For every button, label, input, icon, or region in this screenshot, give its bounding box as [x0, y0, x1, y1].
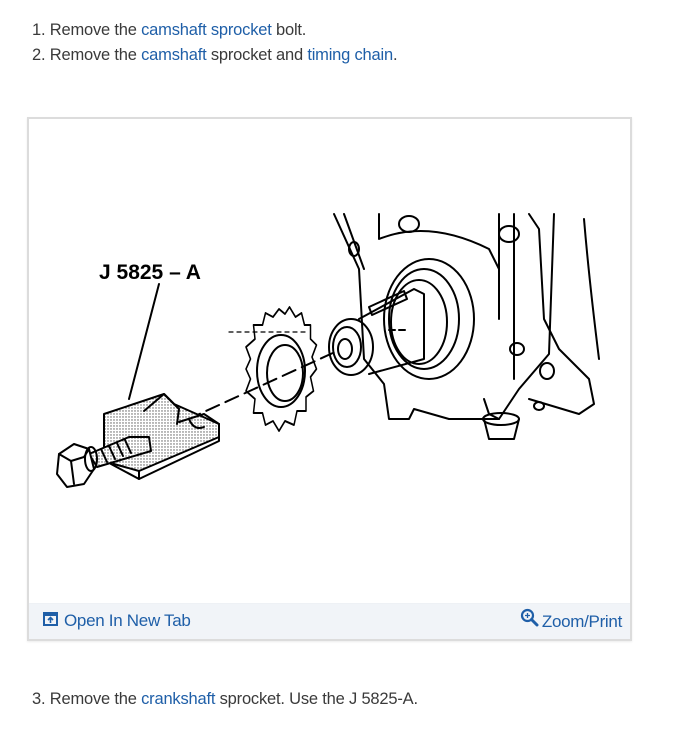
step-text: sprocket. Use the J 5825-A. — [215, 690, 418, 708]
link-camshaft[interactable]: camshaft — [141, 46, 207, 64]
link-timing-chain[interactable]: timing chain — [307, 46, 393, 64]
figure-container: J 5825 – A — [27, 117, 632, 641]
step-text: . — [392, 46, 398, 64]
steps-list-bottom: 3. Remove the crankshaft sprocket. Use t… — [32, 687, 418, 712]
step-text: Remove the — [49, 21, 142, 39]
step-number: 3. — [32, 690, 46, 708]
step-3: 3. Remove the crankshaft sprocket. Use t… — [32, 687, 418, 712]
zoom-print-button[interactable]: Zoom/Print — [520, 608, 622, 632]
step-text: Remove the — [49, 46, 142, 64]
figure-footer: Open In New Tab Zoom/Print — [29, 603, 630, 639]
step-number: 1. — [32, 21, 46, 39]
svg-text:J 5825 – A: J 5825 – A — [99, 261, 201, 284]
link-camshaft-sprocket[interactable]: camshaft sprocket — [141, 21, 272, 39]
step-number: 2. — [32, 46, 46, 64]
open-in-new-tab-button[interactable]: Open In New Tab — [43, 611, 191, 631]
open-new-tab-icon — [43, 611, 58, 631]
zoom-in-icon — [520, 608, 539, 632]
step-2: 2. Remove the camshaft sprocket and timi… — [32, 43, 398, 68]
step-text: sprocket and — [206, 46, 308, 64]
step-1: 1. Remove the camshaft sprocket bolt. — [32, 18, 397, 43]
crankshaft-sprocket-puller-diagram[interactable]: J 5825 – A — [29, 119, 630, 603]
step-text: bolt. — [271, 21, 307, 39]
open-in-new-tab-label: Open In New Tab — [64, 611, 191, 630]
link-crankshaft[interactable]: crankshaft — [141, 690, 216, 708]
step-text: Remove the — [49, 690, 142, 708]
steps-list-top: 1. Remove the camshaft sprocket bolt. 2.… — [32, 18, 398, 68]
zoom-print-label: Zoom/Print — [541, 612, 622, 631]
